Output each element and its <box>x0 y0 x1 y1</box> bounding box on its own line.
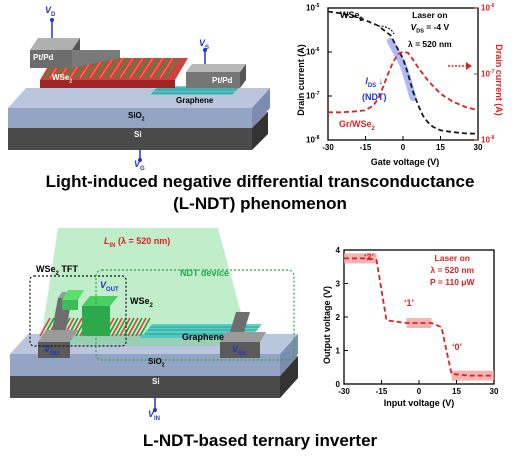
ternary-inverter-chart: -30 -15 0 15 30 0 1 2 3 4 <box>336 246 499 396</box>
top-vd-label: VD <box>45 5 55 18</box>
tft-dashed-box <box>29 275 127 347</box>
wse2-curve-arrow <box>377 25 395 35</box>
top-vg-label: VG <box>134 159 145 172</box>
bottom-xtick-label: -15 <box>376 387 388 396</box>
bottom-ytick-label: 3 <box>336 280 341 289</box>
bottom-ytick-label: 1 <box>336 347 341 356</box>
top-xtick-label: 30 <box>474 143 483 152</box>
top-chart-xlabel: Gate voltage (V) <box>370 157 440 167</box>
heading-line-2: (L-NDT) phenomenon <box>173 194 347 213</box>
top-pt-pd-left-label: Pt/Pd <box>33 53 54 62</box>
top-chart-ytick-right-2: 10-7 <box>481 69 495 79</box>
bottom-sio2-label: SiO2 <box>148 357 165 369</box>
output-voltage-curve <box>344 257 494 377</box>
bottom-si-label: Si <box>152 377 160 386</box>
laser-on-text: Laser on <box>412 10 448 20</box>
bottom-chart-xlabel: Input voltage (V) <box>383 398 455 408</box>
vd-symbol: V <box>45 5 52 15</box>
bottom-chart-laser-box: Laser on λ = 520 nm P = 110 μW <box>430 252 475 288</box>
bottom-vout-label: VOUT <box>100 280 119 293</box>
bottom-xtick-label: 0 <box>417 387 422 396</box>
heading-line-1: Light-induced negative differential tran… <box>45 172 475 191</box>
bottom-ytick-label: 2 <box>336 313 341 322</box>
wse2-text: WSe <box>52 73 70 82</box>
vds-text: VDS = -4 V <box>410 22 450 35</box>
top-chart-ylabel-left: Drain current (A) <box>296 44 306 116</box>
top-chart-ytick-left-2: 10-6 <box>306 47 320 57</box>
bottom-ytick-label: 0 <box>336 380 341 389</box>
bottom-vss-label: VSS <box>232 344 247 357</box>
state-1-label: ‘1’ <box>404 298 415 308</box>
bottom-vdd-label: VDD <box>44 344 59 357</box>
top-sio2-label: SiO2 <box>128 111 145 123</box>
bottom-wse2-label: WSe2 <box>130 296 153 309</box>
section-heading-ndt: Light-induced negative differential tran… <box>0 171 520 215</box>
gr-legend-text: Gr/WSe <box>339 119 372 129</box>
top-pt-pd-right-label: Pt/Pd <box>212 76 233 85</box>
bottom-wavelength-text: λ = 520 nm <box>430 265 475 275</box>
bottom-chart-series <box>344 253 494 381</box>
vdd-electrode <box>38 292 78 358</box>
bottom-tft-label: WSe2 TFT <box>36 264 78 277</box>
wse2-legend-subscript: 2 <box>359 16 363 23</box>
vd-subscript: D <box>51 11 56 18</box>
top-chart-ytick-left-3: 10-7 <box>306 91 320 101</box>
bottom-graphene-label: Graphene <box>182 332 225 342</box>
bottom-lin-label: LIN (λ = 520 nm) <box>104 236 171 249</box>
sio2-text: SiO <box>128 111 142 120</box>
bottom-xtick-label: -30 <box>338 387 350 396</box>
top-si-label: Si <box>134 130 142 139</box>
top-chart-series <box>327 10 479 135</box>
bottom-laser-on-text: Laser on <box>434 253 470 263</box>
wse2-subscript: 2 <box>69 78 73 85</box>
state-band-1 <box>406 318 432 329</box>
top-chart-ytick-right-3: 10-8 <box>481 135 495 145</box>
top-chart-ytick-left-4: 10-8 <box>306 135 320 145</box>
pt-pd-right-electrode <box>186 64 246 88</box>
top-vs-label: VS <box>199 38 209 51</box>
top-chart-wse2-legend: WSe2 <box>340 10 363 23</box>
transfer-curve-chart: -30 -15 0 15 30 <box>322 7 483 152</box>
top-xtick-label: -15 <box>360 143 372 152</box>
vs-subscript: S <box>205 44 210 51</box>
bottom-chart-ticks: -30 -15 0 15 30 0 1 2 3 4 <box>336 246 499 396</box>
bottom-xtick-label: 30 <box>490 387 499 396</box>
bottom-ndt-device-label: NDT device <box>180 268 230 278</box>
wse2-legend-text: WSe <box>340 10 360 20</box>
bottom-xtick-label: 15 <box>452 387 461 396</box>
vs-symbol: V <box>199 38 206 48</box>
top-chart-ids-label: IDS ↓ (NDT) <box>362 76 387 102</box>
pt-pd-left-electrode <box>30 38 120 68</box>
state-0-label: ‘0’ <box>452 342 463 352</box>
ndt-highlight-band <box>387 37 417 102</box>
bottom-device-schematic <box>10 228 298 412</box>
top-graphene-label: Graphene <box>176 96 214 105</box>
bottom-vin-label: VIN <box>148 409 161 422</box>
bottom-chart-ylabel: Output voltage (V) <box>322 286 332 364</box>
top-xtick-label: 0 <box>401 143 406 152</box>
vout-electrode <box>82 296 118 336</box>
ndt-dashed-box <box>95 269 295 361</box>
top-xtick-label: 15 <box>436 143 445 152</box>
vg-subscript: G <box>140 165 145 172</box>
top-chart-ytick-left-1: 10-5 <box>306 3 320 13</box>
wavelength-text: λ = 520 nm <box>408 38 452 49</box>
top-chart-ylabel-right: Drain current (A) <box>494 44 504 116</box>
bottom-power-text: P = 110 μW <box>430 277 475 287</box>
wse2-transfer-curve <box>327 10 479 135</box>
state-2-label: ‘2’ <box>364 252 375 262</box>
bottom-ytick-label: 4 <box>336 246 341 255</box>
top-chart-laser-box: Laser on VDS = -4 V λ = 520 nm <box>408 9 452 50</box>
vss-electrode <box>220 312 266 358</box>
gr-legend-subscript: 2 <box>371 125 375 132</box>
sio2-subscript: 2 <box>141 116 145 123</box>
section-heading-inverter: L-NDT-based ternary inverter <box>142 431 378 450</box>
vg-symbol: V <box>134 159 141 169</box>
top-device-schematic <box>8 18 270 162</box>
top-chart-ytick-right-1: 10-6 <box>481 3 495 13</box>
top-xtick-label: -30 <box>322 143 334 152</box>
top-chart-gr-legend: Gr/WSe2 <box>339 119 375 132</box>
top-wse2-label: WSe2 <box>52 73 72 85</box>
top-chart-ticks: -30 -15 0 15 30 <box>322 7 483 152</box>
